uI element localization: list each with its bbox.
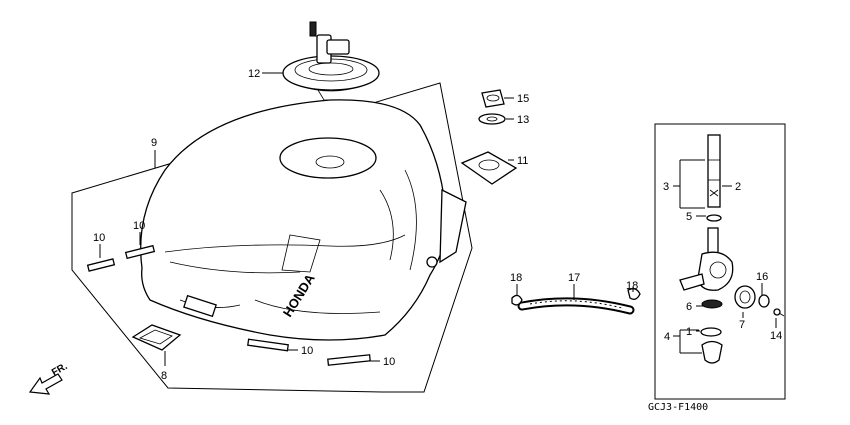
callout-8: 8 (161, 370, 167, 382)
tank-emblem-strips (86, 244, 371, 366)
callout-2: 2 (735, 181, 741, 193)
hose-clip-left (511, 294, 523, 306)
callout-1: 1 (686, 326, 692, 338)
callout-14: 14 (770, 330, 782, 342)
callout-3: 3 (663, 181, 669, 193)
fuel-tank: HONDA (140, 99, 467, 341)
lever-washer (758, 294, 770, 308)
front-direction-arrow-icon (28, 373, 63, 395)
valve-gasket (701, 299, 723, 309)
washer (478, 113, 506, 125)
callout-18-right: 18 (626, 280, 638, 292)
sediment-cup (701, 340, 723, 364)
callout-18-left: 18 (510, 272, 522, 284)
o-ring-lower (700, 327, 722, 337)
callout-12: 12 (248, 68, 260, 80)
tank-group-outline (71, 82, 473, 393)
callout-15: 15 (517, 93, 529, 105)
callout-10-c: 10 (301, 345, 313, 357)
callout-17: 17 (568, 272, 580, 284)
mounting-rubber (460, 151, 518, 185)
o-ring-upper (706, 214, 722, 222)
fuel-valve-body (679, 227, 734, 291)
callout-11: 11 (517, 155, 528, 167)
callout-9: 9 (151, 137, 157, 149)
fuel-strainer-tube (707, 134, 721, 208)
lever-screw (773, 308, 785, 317)
callout-13: 13 (517, 114, 529, 126)
callout-4: 4 (664, 331, 670, 343)
nut (481, 89, 505, 108)
fuel-hose (517, 297, 635, 315)
callout-5: 5 (686, 211, 692, 223)
callout-6: 6 (686, 301, 692, 313)
fuel-valve-group-outline (654, 123, 786, 400)
callout-10-d: 10 (383, 356, 395, 368)
callout-10-b: 10 (133, 220, 145, 232)
callout-10-a: 10 (93, 232, 105, 244)
callout-16: 16 (756, 271, 768, 283)
knee-rubber (131, 324, 182, 351)
front-direction-label: FR. (50, 361, 70, 379)
valve-lever (734, 285, 756, 309)
callout-7: 7 (739, 319, 745, 331)
leader-lines (99, 72, 777, 366)
fuel-filler-cap (282, 21, 380, 101)
diagram-code: GCJ3-F1400 (648, 402, 708, 413)
